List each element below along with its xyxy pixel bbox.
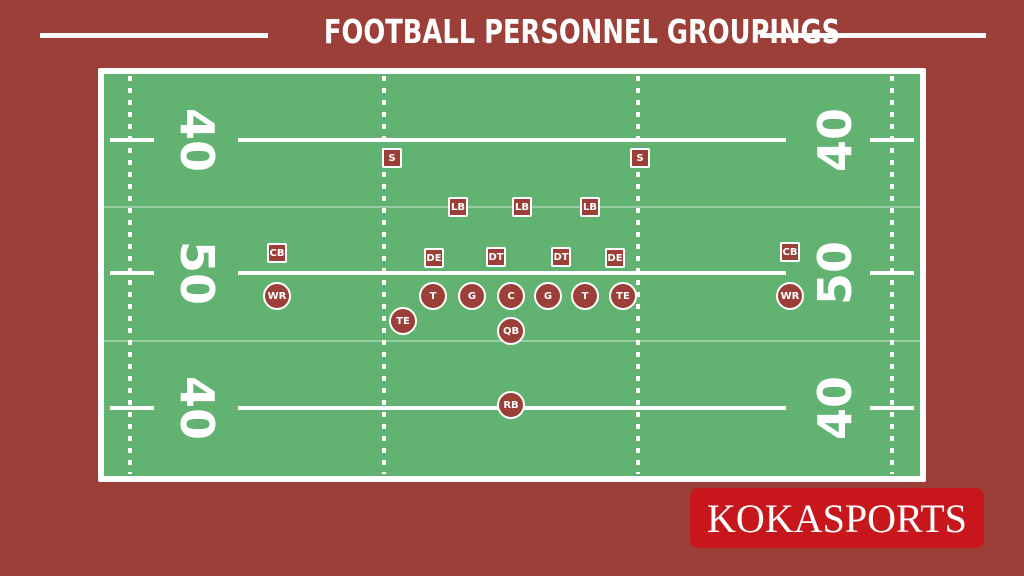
page-title: FOOTBALL PERSONNEL GROUPINGS <box>323 12 841 51</box>
defense-player-lb: LB <box>512 197 532 217</box>
yard-number: 40 <box>808 375 863 441</box>
yard-number: 50 <box>808 240 863 306</box>
title-bar: FOOTBALL PERSONNEL GROUPINGS <box>0 0 1024 70</box>
defense-player-dt: DT <box>551 247 571 267</box>
defense-player-cb: CB <box>267 243 287 263</box>
offense-player-g: G <box>534 282 562 310</box>
defense-player-de: DE <box>424 248 444 268</box>
offense-player-c: C <box>497 282 525 310</box>
defense-player-s: S <box>382 148 402 168</box>
offense-player-qb: QB <box>497 317 525 345</box>
yard-number: 50 <box>170 240 225 306</box>
brand-logo: KOKASPORTS <box>690 488 984 548</box>
offense-player-te: TE <box>609 282 637 310</box>
offense-player-wr: WR <box>776 282 804 310</box>
offense-player-t: T <box>571 282 599 310</box>
football-field: 40 50 40 40 50 40 S S LB LB LB CB DE DT … <box>98 68 926 482</box>
defense-player-dt: DT <box>486 247 506 267</box>
offense-player-t: T <box>419 282 447 310</box>
yard-number: 40 <box>808 107 863 173</box>
defense-player-cb: CB <box>780 242 800 262</box>
title-rule-left <box>40 33 268 38</box>
yard-number: 40 <box>170 107 225 173</box>
offense-player-g: G <box>458 282 486 310</box>
yard-number: 40 <box>170 375 225 441</box>
offense-player-wr: WR <box>263 282 291 310</box>
defense-player-s: S <box>630 148 650 168</box>
defense-player-de: DE <box>605 248 625 268</box>
defense-player-lb: LB <box>580 197 600 217</box>
title-rule-right <box>760 33 986 38</box>
offense-player-rb: RB <box>497 391 525 419</box>
offense-player-te: TE <box>389 307 417 335</box>
defense-player-lb: LB <box>448 197 468 217</box>
